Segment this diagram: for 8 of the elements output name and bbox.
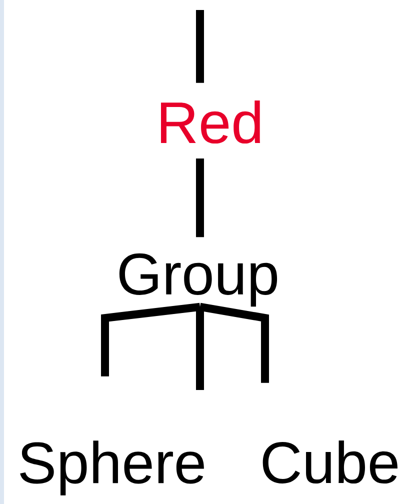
node-label: Red: [161, 100, 260, 144]
connector-line: [199, 302, 269, 383]
connector-line: [196, 158, 204, 238]
node-label: Sphere: [20, 440, 204, 496]
node-label: Group: [119, 253, 278, 307]
node-label: Cube: [262, 440, 398, 484]
connector-line: [196, 10, 204, 83]
connector-line: [101, 302, 200, 376]
